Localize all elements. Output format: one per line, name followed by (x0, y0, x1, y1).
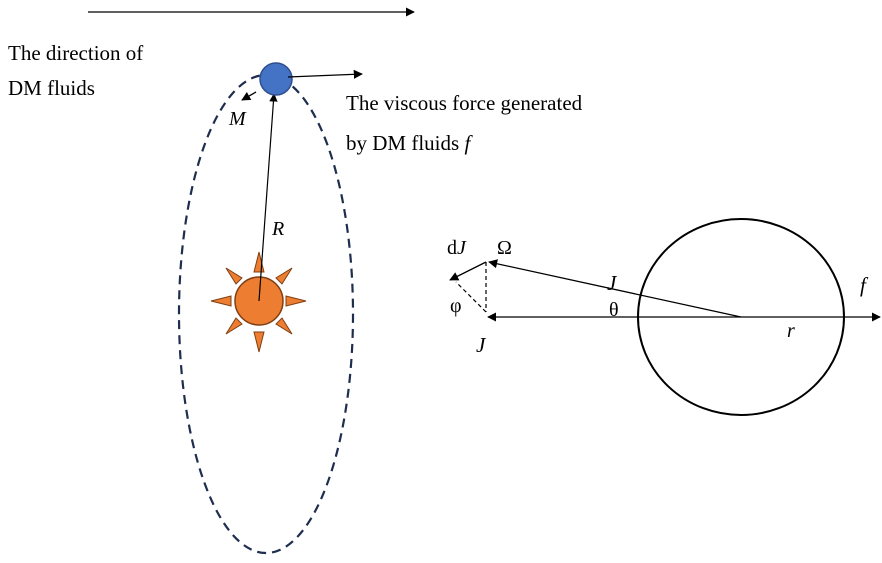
angular-momentum-J-tilted-arrow (488, 259, 742, 318)
J-label: J (476, 333, 487, 357)
phi-dashed-line (455, 281, 487, 313)
dJ-arrow (449, 261, 487, 281)
J-tilted-label: J (607, 271, 618, 295)
omega-label: Ω (497, 237, 512, 259)
viscous-force-label-line1: The viscous force generated (346, 91, 583, 115)
mass-label: M (228, 108, 247, 130)
fluid-direction-label-line1: The direction of (8, 41, 143, 65)
radius-label: R (271, 218, 284, 240)
motion-arrow (241, 91, 257, 101)
viscous-force-label-line2: by DM fluids f (346, 131, 473, 155)
r-label: r (787, 320, 795, 342)
sun-icon (210, 251, 307, 353)
fluid-direction-label-line2: DM fluids (8, 76, 95, 100)
phi-label: φ (450, 295, 462, 317)
planet-icon (259, 62, 293, 96)
f-label: f (860, 273, 869, 297)
theta-label: θ (609, 299, 619, 321)
viscous-force-arrow (287, 69, 363, 79)
dJ-label: dJ (447, 237, 467, 259)
radius-line (258, 93, 278, 302)
